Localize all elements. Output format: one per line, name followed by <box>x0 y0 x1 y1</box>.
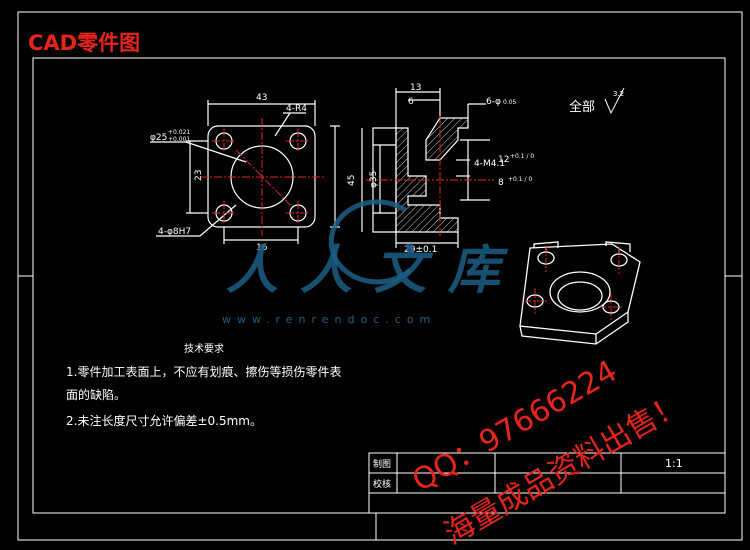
dim-bore-tol-upper: +0.021 <box>168 129 190 136</box>
front-view-centerlines <box>200 118 324 236</box>
front-view <box>150 100 340 244</box>
dim-top-inner: 6 <box>408 97 414 107</box>
dim-right-2: 8 <box>498 178 504 188</box>
dim-right-1-tol: +0.1 / 0 <box>510 153 534 160</box>
isometric-view <box>519 241 641 345</box>
title-block-scale: 1:1 <box>665 457 683 470</box>
watermark-site-name: 人人文库 <box>226 241 522 301</box>
dim-left-1: 45 <box>347 175 357 186</box>
side-view <box>361 88 490 248</box>
title-block-check-label: 校核 <box>373 478 391 490</box>
tech-requirements: 技术要求 1.零件加工表面上，不应有划痕、擦伤等损伤零件表 面的缺陷。 2.未注… <box>66 342 341 428</box>
watermark-logo-ring <box>328 199 412 285</box>
tech-req-line-2: 面的缺陷。 <box>66 387 126 402</box>
surface-note-label: 全部 <box>569 99 595 115</box>
tech-req-line-3: 2.未注长度尺寸允许偏差±0.5mm。 <box>66 413 262 428</box>
dim-thread: 4-M4.1 <box>474 159 505 169</box>
surface-roughness-note: 全部 3.2 <box>569 87 625 115</box>
dim-corner-radius: 4-R4 <box>286 104 307 114</box>
dim-bore: φ25 <box>150 133 167 143</box>
side-section-upper <box>425 117 469 161</box>
side-view-centerlines <box>366 116 494 236</box>
dim-bottom: 29±0.1 <box>404 245 437 255</box>
tech-req-title: 技术要求 <box>184 342 224 355</box>
banner-title: CAD零件图 <box>28 31 140 55</box>
dim-slot-tol: 0.05 <box>503 99 517 106</box>
title-block <box>368 452 726 514</box>
dim-right-1: 12 <box>498 155 509 165</box>
isometric-centerlines <box>525 246 624 320</box>
dim-right-2-tol: +0.1 / 0 <box>508 176 532 183</box>
dim-slot: 6-φ <box>486 97 501 107</box>
dim-height: 23 <box>194 170 204 181</box>
watermark-logo <box>328 199 412 285</box>
dim-width: 43 <box>256 93 267 103</box>
dim-top: 13 <box>410 83 421 93</box>
dim-left-2: φ35 <box>369 171 379 188</box>
title-block-draw-label: 制图 <box>373 458 391 470</box>
surface-note-value: 3.2 <box>613 90 624 98</box>
title-block-text: 制图 校核 1:1 <box>373 457 683 490</box>
dim-spacing: 16 <box>256 243 268 253</box>
dim-bore-tol-lower: +0.001 <box>168 136 190 143</box>
iso-bore <box>549 271 611 313</box>
roughness-symbol <box>604 87 625 115</box>
side-view-dimensions: 13 6 6-φ 0.05 4-M4.1 45 φ35 12 +0.1 / 0 … <box>347 83 534 255</box>
front-view-dimensions: 43 4-R4 φ25 +0.021 +0.001 23 4-φ8H7 16 <box>150 93 307 253</box>
tech-req-line-1: 1.零件加工表面上，不应有划痕、擦伤等损伤零件表 <box>66 364 341 379</box>
dim-holes: 4-φ8H7 <box>158 227 191 237</box>
watermark-site-url: www.renrendoc.com <box>222 313 436 326</box>
